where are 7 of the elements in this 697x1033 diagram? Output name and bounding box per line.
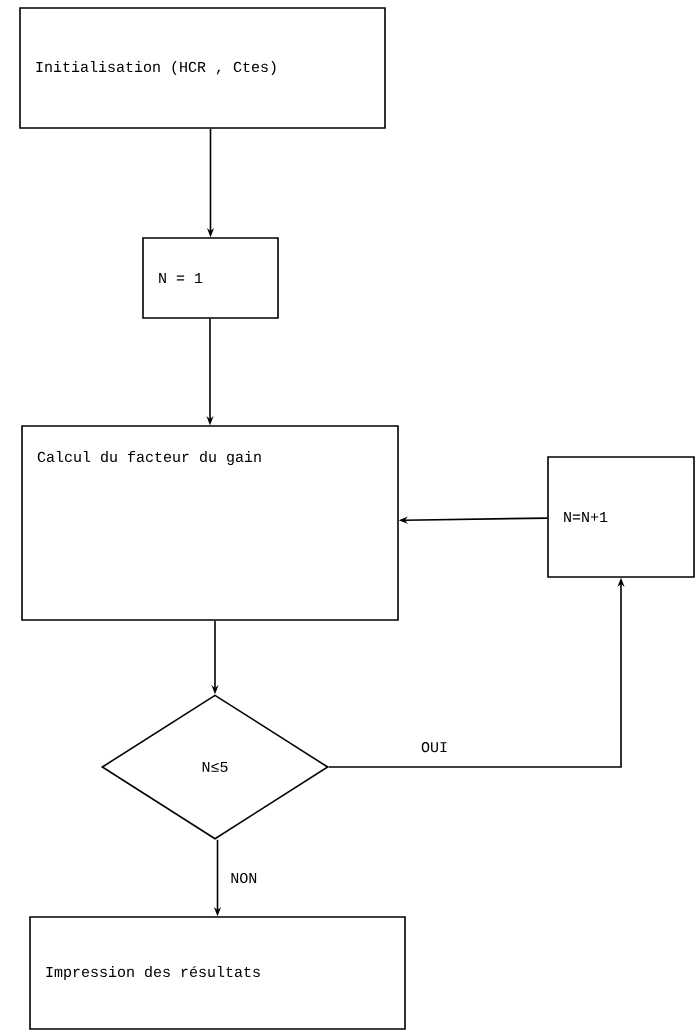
process-box: Calcul du facteur du gain bbox=[21, 425, 399, 621]
process-box: Impression des résultats bbox=[29, 916, 406, 1030]
process-box: N=N+1 bbox=[547, 456, 695, 578]
process-box: Initialisation (HCR , Ctes) bbox=[19, 7, 386, 129]
edge-label: NON bbox=[228, 870, 260, 886]
process-box: N = 1 bbox=[142, 237, 279, 319]
edge-label: OUI bbox=[419, 740, 450, 755]
